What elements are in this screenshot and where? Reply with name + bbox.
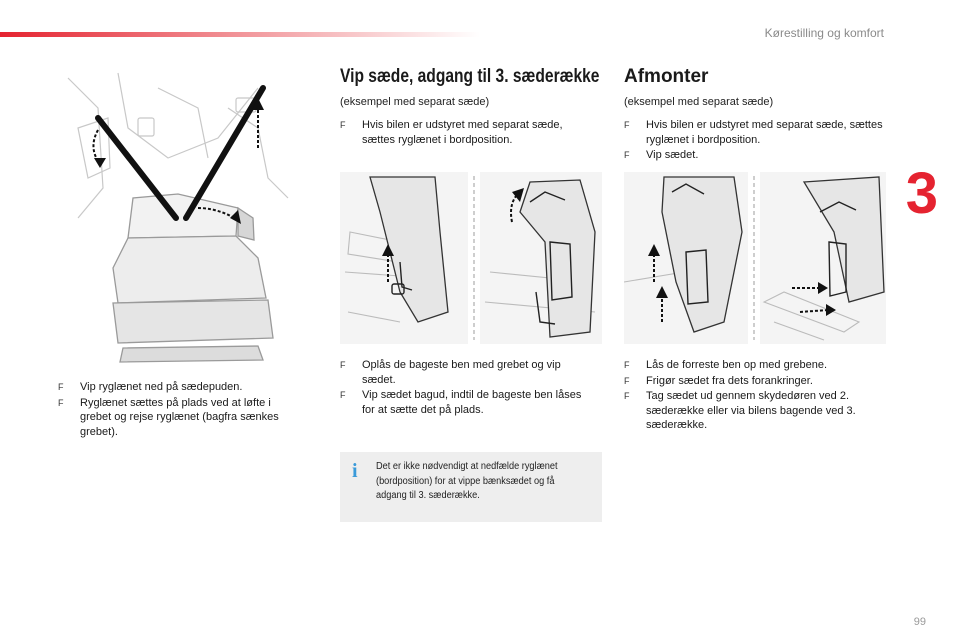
bullet-marker: F	[624, 391, 630, 401]
bullet-marker: F	[624, 150, 630, 160]
list-item: F Ryglænet sættes på plads ved at løfte i…	[58, 396, 298, 440]
bullet-marker: F	[58, 382, 64, 392]
instruction-text: Oplås de bageste ben med grebet og vip s…	[362, 359, 561, 386]
bullet-marker: F	[340, 390, 346, 400]
info-note-box: i Det er ikke nødvendigt at nedfælde ryg…	[340, 452, 602, 522]
seat-fold-illustration	[58, 68, 292, 368]
seat-tilt-illustration	[340, 172, 602, 344]
instruction-text: Tag sædet ud gennem skydedøren ved 2. sæ…	[646, 390, 856, 431]
section-title-remove: Afmonter	[624, 66, 709, 87]
instruction-text: Frigør sædet fra dets forankringer.	[646, 374, 813, 387]
list-item: F Oplås de bageste ben med grebet og vip …	[340, 358, 596, 387]
bullet-marker: F	[58, 397, 64, 408]
bullet-marker: F	[624, 360, 630, 370]
instruction-text: Vip sædet.	[646, 149, 699, 161]
section-subtitle: (eksempel med separat sæde)	[340, 96, 490, 108]
info-note-text: Det er ikke nødvendigt at nedfælde ryglæ…	[376, 461, 558, 501]
list-item: F Vip sædet bagud, indtil de bageste ben …	[340, 388, 596, 417]
section-subtitle: (eksempel med separat sæde)	[624, 96, 774, 108]
section-title-tilt-seat: Vip sæde, adgang til 3. sæderække	[340, 66, 600, 87]
list-item: F Hvis bilen er udstyret med separat sæde…	[624, 118, 886, 147]
list-item: F Tag sædet ud gennem skydedøren ved 2. s…	[624, 389, 886, 433]
page-number: 99	[913, 616, 926, 628]
seat-removal-illustration	[624, 172, 886, 344]
instruction-text: Hvis bilen er udstyret med separat sæde,…	[646, 119, 883, 146]
instruction-text: Ryglænet sættes på plads ved at løfte i …	[80, 396, 279, 438]
middle-instruction-list-bottom: F Oplås de bageste ben med grebet og vip …	[340, 358, 596, 418]
info-icon: i	[352, 460, 358, 482]
list-item: F Lås de forreste ben op med grebene.	[624, 358, 886, 373]
right-instruction-list-top: F Hvis bilen er udstyret med separat sæde…	[624, 118, 886, 164]
list-item: F Vip ryglænet ned på sædepuden.	[58, 380, 298, 395]
list-item: F Frigør sædet fra dets forankringer.	[624, 374, 886, 389]
list-item: F Vip sædet.	[624, 148, 886, 163]
instruction-text: Vip sædet bagud, indtil de bageste ben l…	[362, 389, 582, 416]
header-accent-bar	[0, 32, 480, 37]
right-instruction-list-bottom: F Lås de forreste ben op med grebene. F Fr…	[624, 358, 886, 434]
list-item: F Hvis bilen er udstyret med separat sæde…	[340, 118, 596, 147]
instruction-text: Hvis bilen er udstyret med separat sæde,…	[362, 119, 563, 146]
chapter-title: Kørestilling og komfort	[764, 26, 884, 40]
middle-instruction-list-top: F Hvis bilen er udstyret med separat sæde…	[340, 118, 596, 148]
chapter-number: 3	[905, 161, 938, 226]
instruction-text: Lås de forreste ben op med grebene.	[646, 359, 828, 371]
bullet-marker: F	[340, 120, 346, 130]
instruction-text: Vip ryglænet ned på sædepuden.	[80, 381, 243, 393]
bullet-marker: F	[624, 375, 630, 386]
bullet-marker: F	[340, 360, 346, 370]
left-instruction-list: F Vip ryglænet ned på sædepuden. F Ryglæne…	[58, 380, 298, 440]
bullet-marker: F	[624, 120, 630, 130]
